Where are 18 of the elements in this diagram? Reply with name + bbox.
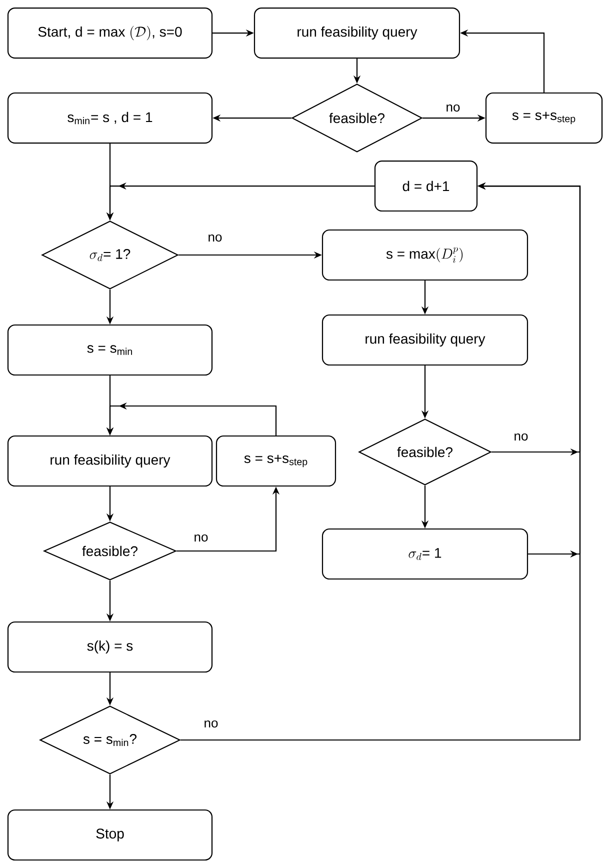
process-box: run feasibility query [254,7,460,59]
edge-label: no [192,533,210,543]
process-box: s = s+s$_{step}$ [485,92,603,144]
process-box: d = d+1 [374,160,478,212]
process-box: $\sigma_d\text{= 1}$ [322,528,528,580]
process-box: s = s$_{min}$ [7,324,213,376]
process-box: s = s+s$_{step}$ [216,435,336,487]
edge-label: no [202,719,220,729]
process-box: $\text{s = max}(D_i^p)$ [322,229,528,281]
edge-label: no [206,233,224,243]
process-box: run feasibility query [7,435,213,487]
edge-label: no [444,103,462,113]
process-box: s(k) = s [7,621,213,673]
start-box: $\text{Start, d = max }(\mathcal{D})\text{, s=0}$ [7,7,213,59]
process-box: s$_{min}$= s , d = 1 [7,92,213,144]
process-box: run feasibility query [322,314,528,366]
stop-box: Stop [7,809,213,861]
edge-label: no [512,432,530,442]
